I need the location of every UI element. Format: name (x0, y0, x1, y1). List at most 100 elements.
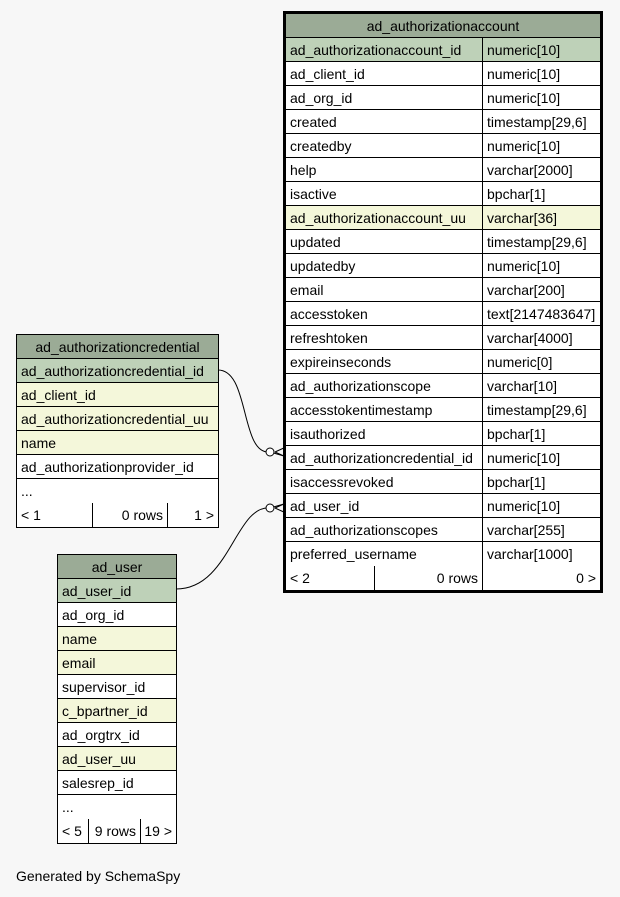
column-type: timestamp[29,6] (482, 230, 600, 253)
column-type: varchar[36] (482, 206, 600, 229)
table-row[interactable]: ad_authorizationaccount_uu varchar[36] (286, 206, 600, 230)
table-row[interactable]: ad_user_id (58, 579, 176, 603)
table-row[interactable]: ad_client_id (17, 383, 218, 407)
column-name: ad_authorizationprovider_id (21, 459, 194, 475)
table-ad-authorizationaccount[interactable]: ad_authorizationaccount ad_authorization… (283, 11, 603, 593)
table-row[interactable]: ad_authorizationaccount_id numeric[10] (286, 38, 600, 62)
fk-line-user (175, 503, 285, 590)
column-name: ad_client_id (290, 66, 365, 82)
footer-parents[interactable]: < 2 (290, 570, 310, 586)
fk-line-credential (217, 369, 285, 457)
column-name: ad_org_id (290, 90, 353, 106)
column-type: numeric[10] (482, 62, 600, 85)
table-row[interactable]: ad_org_id numeric[10] (286, 86, 600, 110)
column-type: numeric[10] (482, 134, 600, 157)
table-header[interactable]: ad_authorizationcredential (17, 335, 218, 359)
column-type: bpchar[1] (482, 182, 600, 205)
table-title: ad_authorizationcredential (35, 339, 200, 355)
footer-parents[interactable]: < 5 (62, 823, 82, 839)
column-name: c_bpartner_id (62, 703, 148, 719)
column-name: createdby (290, 138, 352, 154)
table-header[interactable]: ad_authorizationaccount (286, 14, 600, 38)
table-row[interactable]: ad_authorizationcredential_id (17, 359, 218, 383)
table-row[interactable]: ad_authorizationprovider_id (17, 455, 218, 479)
table-footer: < 5 9 rows 19 > (58, 819, 176, 843)
footer-children[interactable]: 0 > (482, 566, 600, 590)
column-name: ad_authorizationaccount_uu (290, 210, 466, 226)
column-name: ad_orgtrx_id (62, 727, 140, 743)
table-row[interactable]: c_bpartner_id (58, 699, 176, 723)
footer-parents[interactable]: < 1 (21, 507, 41, 523)
column-name: isactive (290, 186, 337, 202)
column-name: salesrep_id (62, 775, 134, 791)
column-name: updatedby (290, 258, 356, 274)
column-name: accesstokentimestamp (290, 402, 433, 418)
column-name: ad_authorizationscopes (290, 522, 438, 538)
table-row[interactable]: supervisor_id (58, 675, 176, 699)
column-type: varchar[1000] (482, 542, 600, 566)
table-row[interactable]: salesrep_id (58, 771, 176, 795)
column-name: isaccessrevoked (290, 474, 394, 490)
footer-rows: 9 rows (88, 819, 140, 843)
column-name: ad_authorizationaccount_id (290, 42, 462, 58)
table-row[interactable]: ad_authorizationcredential_id numeric[10] (286, 446, 600, 470)
column-name: email (62, 655, 96, 671)
column-name: ad_authorizationcredential_uu (21, 411, 209, 427)
column-name: ad_user_id (62, 583, 132, 599)
column-type: numeric[10] (482, 494, 600, 517)
table-row[interactable]: updatedby numeric[10] (286, 254, 600, 278)
table-row[interactable]: createdby numeric[10] (286, 134, 600, 158)
column-type: timestamp[29,6] (482, 398, 600, 421)
table-row[interactable]: ... (17, 479, 218, 503)
column-name: isauthorized (290, 426, 366, 442)
table-row[interactable]: isaccessrevoked bpchar[1] (286, 470, 600, 494)
table-row[interactable]: preferred_username varchar[1000] (286, 542, 600, 566)
column-type: varchar[10] (482, 374, 600, 397)
footer-children[interactable]: 19 > (140, 819, 176, 843)
column-type: numeric[10] (482, 254, 600, 277)
table-row[interactable]: isactive bpchar[1] (286, 182, 600, 206)
column-type: timestamp[29,6] (482, 110, 600, 133)
table-header[interactable]: ad_user (58, 555, 176, 579)
column-type: bpchar[1] (482, 470, 600, 493)
table-row[interactable]: ad_user_uu (58, 747, 176, 771)
column-name: ad_org_id (62, 607, 125, 623)
footer-rows: 0 rows (374, 566, 482, 590)
column-type: numeric[10] (482, 86, 600, 109)
column-name: preferred_username (290, 546, 417, 562)
column-name: ad_user_id (290, 498, 360, 514)
footer-children[interactable]: 1 > (167, 503, 218, 527)
table-row[interactable]: ... (58, 795, 176, 819)
table-ad-authorizationcredential[interactable]: ad_authorizationcredential ad_authorizat… (16, 334, 219, 528)
column-type: numeric[10] (482, 446, 600, 469)
table-row[interactable]: ad_org_id (58, 603, 176, 627)
table-row[interactable]: ad_user_id numeric[10] (286, 494, 600, 518)
table-row[interactable]: name (58, 627, 176, 651)
column-type: varchar[4000] (482, 326, 600, 349)
table-title: ad_user (91, 559, 143, 575)
table-row[interactable]: ad_orgtrx_id (58, 723, 176, 747)
table-row[interactable]: ad_client_id numeric[10] (286, 62, 600, 86)
column-type: numeric[10] (482, 38, 600, 61)
column-name: ad_authorizationcredential_id (290, 450, 473, 466)
table-row[interactable]: ad_authorizationcredential_uu (17, 407, 218, 431)
table-row[interactable]: email (58, 651, 176, 675)
column-type: varchar[2000] (482, 158, 600, 181)
table-row[interactable]: accesstokentimestamp timestamp[29,6] (286, 398, 600, 422)
column-name: accesstoken (290, 306, 368, 322)
table-footer: < 2 0 rows 0 > (286, 566, 600, 590)
table-row[interactable]: name (17, 431, 218, 455)
column-name: name (62, 631, 98, 647)
